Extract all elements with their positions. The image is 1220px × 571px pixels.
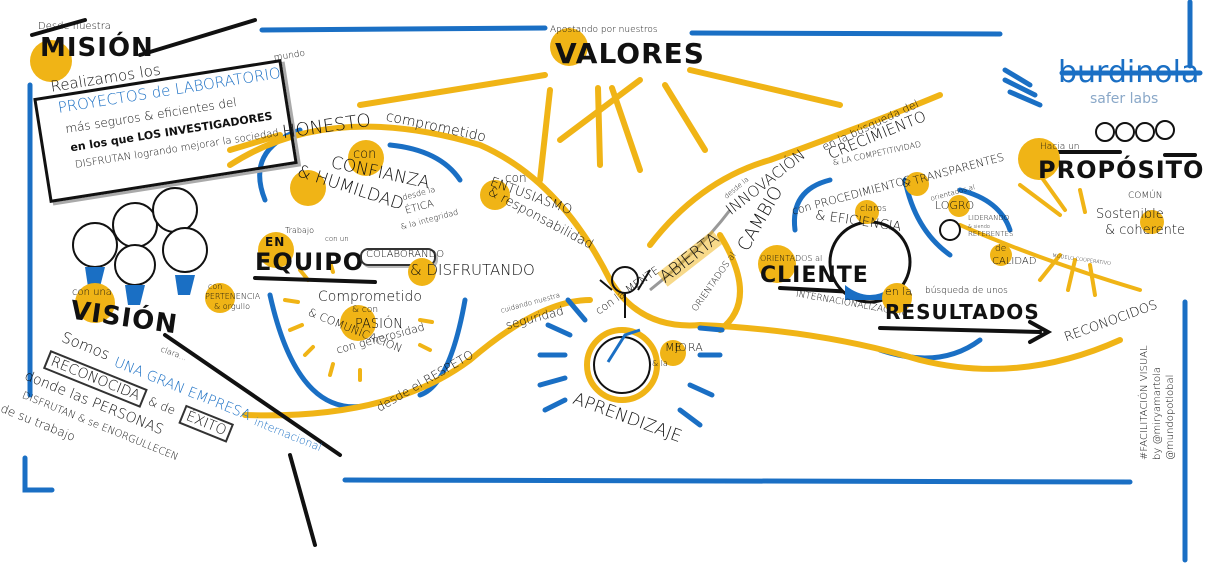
value-comprometido: Comprometido xyxy=(318,289,422,305)
highlight-dot xyxy=(990,244,1012,266)
highlight-dot xyxy=(855,200,879,224)
value-pasion: PASIÓN xyxy=(355,317,403,332)
highlight-dot xyxy=(75,283,115,323)
colaborando-tag xyxy=(360,248,436,266)
mision-title: MISIÓN xyxy=(40,33,154,63)
vision-kicker: con una xyxy=(72,287,112,298)
value-sostenible: Sostenible xyxy=(1096,207,1164,222)
value-equipo: EQUIPO xyxy=(255,248,365,276)
value-liderando: REFERENTES xyxy=(968,230,1014,238)
proposito-sub: COMÚN xyxy=(1128,191,1163,201)
highlight-dot xyxy=(882,283,912,313)
value-pertenencia: con xyxy=(208,282,223,291)
value-liderando: LIDERANDO xyxy=(968,214,1010,222)
value-pasion: & con xyxy=(352,305,379,315)
value-mejora: ME xyxy=(665,341,682,354)
value-colaborando: COLABORANDO xyxy=(366,249,445,260)
value-mejora: JO xyxy=(675,341,687,354)
value-resultados: en la xyxy=(885,285,913,298)
proposito-title: PROPÓSITO xyxy=(1038,156,1205,184)
frame-line xyxy=(22,455,55,493)
credit-handle: @mundopotlobal xyxy=(1165,374,1176,460)
value-resultados: búsqueda de unos xyxy=(925,286,1008,296)
value-calidad: de xyxy=(995,244,1007,254)
value-con: con xyxy=(353,147,377,162)
mision-kicker: Desde nuestra xyxy=(38,21,111,32)
value-pertenencia: PERTENENCIA xyxy=(205,292,261,301)
highlight-dot xyxy=(30,40,72,82)
value-liderando: & siendo xyxy=(968,224,990,230)
value-en: EN xyxy=(265,235,286,249)
value-con-un: con un xyxy=(325,235,349,243)
highlight-dot xyxy=(660,340,686,366)
proposito-kicker: Hacia un xyxy=(1040,142,1080,152)
value-logro: LOGRO xyxy=(935,199,975,212)
value-trabajo: Trabajo xyxy=(285,226,314,235)
highlight-dot xyxy=(290,170,326,206)
value-procedimientos: claros xyxy=(860,204,887,214)
frame-line xyxy=(259,25,548,33)
highlight-dot xyxy=(480,180,510,210)
highlight-dot xyxy=(348,140,384,176)
highlight-dot xyxy=(408,258,436,286)
highlight-dot xyxy=(258,232,294,268)
highlight-dot xyxy=(948,195,970,217)
valores-kicker: Apostando por nuestros xyxy=(550,25,658,35)
frame-line xyxy=(1059,0,1203,76)
valores-title: VALORES xyxy=(555,37,705,70)
highlight-dot xyxy=(205,283,235,313)
highlight-dot xyxy=(340,305,376,341)
value-resultados: RESULTADOS xyxy=(885,300,1040,324)
credit-hashtag: #FACILITACIÓN VISUAL xyxy=(1139,345,1150,460)
value-coherente: & coherente xyxy=(1105,223,1185,238)
value-cliente: CLIENTE xyxy=(760,263,869,288)
frame-line xyxy=(342,477,1133,485)
frame-line xyxy=(689,30,1003,37)
value-pertenencia: & orgullo xyxy=(214,302,251,311)
highlight-dot xyxy=(1140,210,1164,234)
highlight-dot xyxy=(550,28,588,66)
value-entusiasmo: con xyxy=(505,171,527,185)
value-calidad: CALIDAD xyxy=(992,256,1037,267)
value-disfrutando: & DISFRUTANDO xyxy=(410,261,535,279)
credit-author: by @miryamartola xyxy=(1152,366,1163,460)
value-mejora: RA xyxy=(688,341,703,354)
highlight-dot xyxy=(1018,138,1060,180)
value-mejora: & la xyxy=(652,359,668,368)
brand-tagline: safer labs xyxy=(1090,91,1159,107)
value-cliente: ORIENTADOS al xyxy=(760,254,823,263)
highlight-dot xyxy=(905,172,929,196)
highlight-dot xyxy=(758,245,796,283)
burdinola-logo: burdinola xyxy=(1058,55,1200,90)
